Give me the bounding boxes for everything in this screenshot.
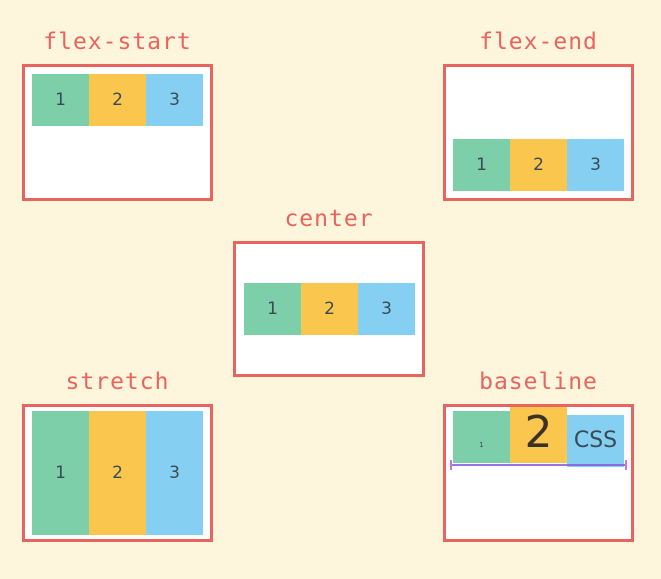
flex-container-flex-start: 1 2 3 [22,64,213,201]
flex-item-2: 2 [510,407,567,463]
figure-stretch: stretch 1 2 3 [22,368,213,542]
flex-item-3: CSS [567,415,624,467]
figure-flex-end: flex-end 1 2 3 [443,28,634,201]
flex-item-1: 1 [32,411,89,535]
figure-center: center 1 2 3 [233,205,425,377]
flex-item-1: 1 [453,139,510,191]
flex-item-1: 1 [453,411,510,463]
figure-title-stretch: stretch [65,369,170,395]
flex-item-3: 3 [146,411,203,535]
figure-title-baseline: baseline [479,369,598,395]
flex-container-center: 1 2 3 [233,241,425,377]
flex-item-2: 2 [89,74,146,126]
flex-item-2: 2 [510,139,567,191]
flex-item-2: 2 [301,283,358,335]
flex-container-stretch: 1 2 3 [22,404,213,542]
figure-title-flex-end: flex-end [479,29,598,55]
figure-title-flex-start: flex-start [43,29,192,55]
figure-baseline: baseline 1 2 CSS [443,368,634,542]
figure-flex-start: flex-start 1 2 3 [22,28,213,201]
flex-container-flex-end: 1 2 3 [443,64,634,201]
flex-item-3: 3 [567,139,624,191]
flex-item-1: 1 [32,74,89,126]
flex-item-3: 3 [358,283,415,335]
flex-item-3: 3 [146,74,203,126]
figure-title-center: center [284,206,374,232]
flex-item-2: 2 [89,411,146,535]
flex-container-baseline: 1 2 CSS [443,404,634,542]
flex-item-1: 1 [244,283,301,335]
